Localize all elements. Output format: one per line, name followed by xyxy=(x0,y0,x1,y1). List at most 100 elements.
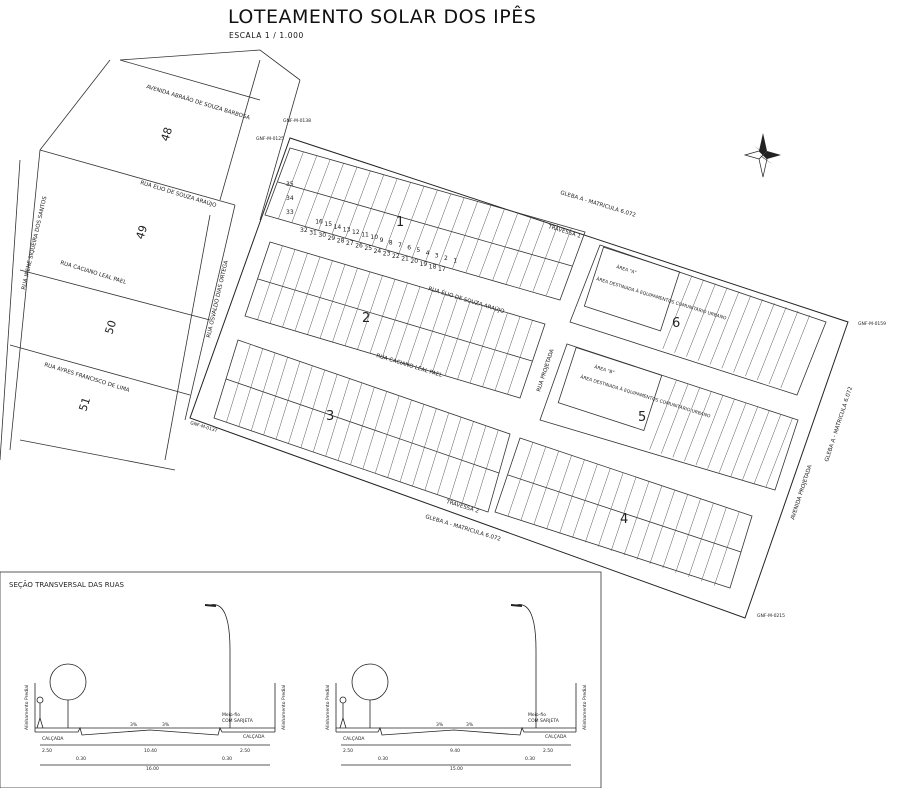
section-left-dim-sidewalk-right: 2.50 xyxy=(240,748,250,754)
lot-divider xyxy=(765,417,793,488)
block-4-number: 4 xyxy=(620,512,628,527)
lot-number: 15 xyxy=(324,221,332,228)
lot-number: 6 xyxy=(407,245,411,252)
section-left-alignment-right: Alinhamento Predial xyxy=(281,685,287,730)
lot-divider xyxy=(507,442,534,517)
section-left-gutter: COM SARJETA xyxy=(222,718,254,724)
lot-divider xyxy=(436,416,462,495)
lot-number: 11 xyxy=(361,232,369,239)
lot-divider xyxy=(546,455,572,530)
lot-number: 16 xyxy=(315,219,323,226)
lot-divider xyxy=(494,316,521,391)
section-right xyxy=(335,604,577,766)
lot-divider xyxy=(319,264,346,339)
lot-divider xyxy=(382,282,408,358)
lot-divider xyxy=(294,256,321,332)
neighbor-51-number: 51 xyxy=(76,396,93,413)
lot-divider xyxy=(546,228,572,296)
lot-divider xyxy=(597,472,624,547)
street-abraao: AVENIDA ABRAÃO DE SOUZA BARBOSA xyxy=(145,83,251,121)
lot-divider xyxy=(278,151,304,219)
lot-divider xyxy=(461,425,487,504)
lot-number: 34 xyxy=(286,195,294,202)
block-3-number: 3 xyxy=(326,409,334,424)
section-right-dim-sidewalk-right: 2.50 xyxy=(543,748,553,754)
lot-divider xyxy=(452,201,478,269)
marker-0125: GNF-M-0125 xyxy=(256,136,284,142)
lot-divider xyxy=(238,348,264,427)
area-a-use: ÁREA DESTINADA À EQUIPAMENTOS COMUNITÁRI… xyxy=(595,275,727,322)
section-title: SEÇÃO TRANSVERSAL DAS RUAS xyxy=(9,580,125,589)
lot-divider xyxy=(695,394,724,466)
section-left-slope-left: 3% xyxy=(130,722,138,728)
lot-divider xyxy=(444,301,471,376)
section-right-alignment-right: Alinhamento Predial xyxy=(582,685,588,730)
lot-divider xyxy=(291,155,318,223)
lot-number: 32 xyxy=(300,227,308,234)
boundary-south: GLEBA A - MATRICULA 6.072 xyxy=(424,514,501,543)
lot-number: 5 xyxy=(416,247,420,254)
lot-divider xyxy=(318,163,344,231)
lot-number: 3 xyxy=(435,252,439,259)
lot-number: 28 xyxy=(337,237,345,244)
street-elio-west: RUA ÉLIO DE SOUZA ARAÚJO xyxy=(139,178,218,209)
lot-divider xyxy=(709,291,740,365)
lot-divider xyxy=(742,410,770,481)
street-travessa-2: TRAVESSA 2 xyxy=(444,499,479,515)
lot-divider xyxy=(387,399,412,478)
lot-divider xyxy=(660,383,689,454)
lot-number: 12 xyxy=(352,229,360,236)
lot-divider xyxy=(675,498,701,573)
lot-divider xyxy=(492,212,519,281)
street-projetada: RUA PROJETADA xyxy=(536,348,556,392)
lot-divider xyxy=(226,344,251,423)
lot-divider xyxy=(768,310,799,385)
section-left-dim-curb-right: 0.30 xyxy=(222,756,232,762)
boundary-north: GLEBA A - MATRICULA 6.072 xyxy=(559,190,636,219)
lot-number: 10 xyxy=(370,234,378,241)
lot-divider xyxy=(358,174,385,242)
lot-number: 21 xyxy=(401,256,409,263)
lot-divider xyxy=(263,357,288,436)
subdivision-boundary xyxy=(189,137,849,619)
lot-divider xyxy=(398,186,425,254)
section-right-slope-right: 3% xyxy=(466,722,474,728)
person-icon-left xyxy=(36,696,44,729)
page-title: LOTEAMENTO SOLAR DOS IPÊS xyxy=(228,6,537,28)
street-caciano-west: RUA CACIANO LEAL PAEL xyxy=(59,260,127,286)
section-left-dim-road: 10.40 xyxy=(144,748,157,754)
lot-divider xyxy=(482,312,508,387)
lot-divider xyxy=(412,189,438,258)
lot-number: 14 xyxy=(334,224,342,231)
lot-divider xyxy=(532,224,559,292)
lot-divider xyxy=(425,193,452,261)
lot-divider xyxy=(520,446,547,521)
section-right-dim-road: 9.40 xyxy=(450,748,460,754)
marker-0159: GNF-M-0159 xyxy=(858,321,886,327)
lot-divider xyxy=(469,309,496,384)
lot-number: 24 xyxy=(374,248,382,255)
lot-divider xyxy=(507,320,533,395)
lot-number: 19 xyxy=(420,261,428,268)
lot-divider xyxy=(331,167,358,235)
lot-number: 20 xyxy=(410,258,418,265)
section-right-dim-curb-left: 0.30 xyxy=(378,756,388,762)
area-b-name: ÁREA "B" xyxy=(593,363,615,376)
lot-divider xyxy=(756,307,787,381)
lot-divider xyxy=(662,494,688,569)
section-right-dim-total: 15.00 xyxy=(450,766,463,772)
lot-divider xyxy=(438,197,465,265)
lot-divider xyxy=(300,369,326,448)
lot-divider xyxy=(610,476,637,552)
lot-divider xyxy=(399,403,425,483)
lot-divider xyxy=(419,294,446,369)
lot-divider xyxy=(649,489,676,565)
lot-number: 22 xyxy=(392,253,400,260)
lot-number: 35 xyxy=(286,181,294,188)
section-left-curb: Meio-fio xyxy=(222,712,240,718)
lot-divider xyxy=(412,408,437,487)
lot-divider xyxy=(649,379,677,450)
lot-number: 26 xyxy=(355,243,363,250)
street-caciano: RUA CACIANO LEAL PAEL xyxy=(375,353,443,379)
neighbor-parcels xyxy=(0,49,301,471)
